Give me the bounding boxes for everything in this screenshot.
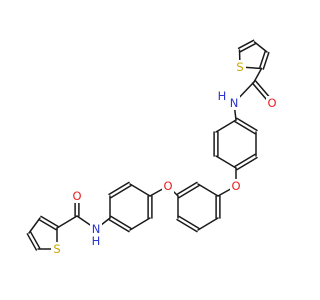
- bond-r7f-r7a: [129, 183, 151, 197]
- atom-label-o4: O: [231, 179, 240, 193]
- bond-r7c-r7d-b: [108, 218, 130, 233]
- bond-r7c-r7d-a: [110, 215, 132, 230]
- atom-label-o6: O: [163, 179, 172, 193]
- atom-background-n8: [90, 222, 102, 236]
- bond-t1-t2-a: [40, 215, 59, 228]
- atom-label-s2: S: [53, 242, 60, 256]
- bond-r5b-r5c: [197, 217, 219, 231]
- bond-c1a-c1b-b: [237, 39, 255, 50]
- atom-background-s2: [51, 242, 63, 256]
- atom-label-o9: O: [72, 189, 81, 203]
- bond-c1d-c2: [253, 67, 263, 83]
- bond-r5c-r5d-b: [176, 218, 198, 233]
- atom-background-n2: [228, 96, 240, 110]
- bond-r5c-r5d-a: [178, 215, 200, 230]
- bond-r3a-r3b-a: [234, 120, 256, 135]
- atom-label-n8: N: [92, 222, 101, 236]
- bond-t2-t3: [28, 217, 41, 234]
- bond-r3d-r3e: [215, 155, 237, 169]
- atom-label-o2: O: [267, 96, 276, 110]
- bond-c1c-c1d-b: [262, 51, 270, 70]
- bond-c1b-c1c: [253, 41, 268, 53]
- atom-background-o6: [162, 179, 174, 193]
- bond-r7b-r7c: [129, 217, 151, 231]
- atom-background-o9: [71, 189, 83, 203]
- bond-r7e-r7f-b: [108, 181, 130, 196]
- bond-c1c-c1d-a: [258, 50, 266, 69]
- bond-r3c-r3d-b: [236, 156, 258, 171]
- atom-background-h8: [90, 234, 102, 248]
- bond-t3-t4-a: [26, 233, 38, 251]
- atom-label-s1: S: [236, 60, 243, 74]
- atom-label-h2: H: [218, 89, 227, 103]
- atom-background-o2: [266, 96, 278, 110]
- bond-r3c-r3d-a: [234, 153, 256, 168]
- bond-r3a-r3b-b: [236, 117, 258, 132]
- bond-c9-t1: [56, 215, 78, 229]
- bond-r5e-r5f-a: [178, 184, 200, 199]
- atom-background-h2: [216, 89, 228, 103]
- bond-r3f-r3a: [215, 119, 237, 133]
- atom-background-s1: [234, 60, 246, 74]
- atom-label-h8: H: [92, 234, 101, 248]
- atom-label-n2: N: [230, 96, 239, 110]
- bond-r5f-r5a: [197, 183, 219, 197]
- bond-c1a-c1b-a: [239, 42, 257, 53]
- bond-t1-t2-b: [38, 218, 57, 231]
- atom-background-o4: [230, 179, 242, 193]
- bond-t3-t4-b: [29, 231, 41, 249]
- bond-r5e-r5f-b: [176, 181, 198, 196]
- bond-r7e-r7f-a: [110, 184, 132, 199]
